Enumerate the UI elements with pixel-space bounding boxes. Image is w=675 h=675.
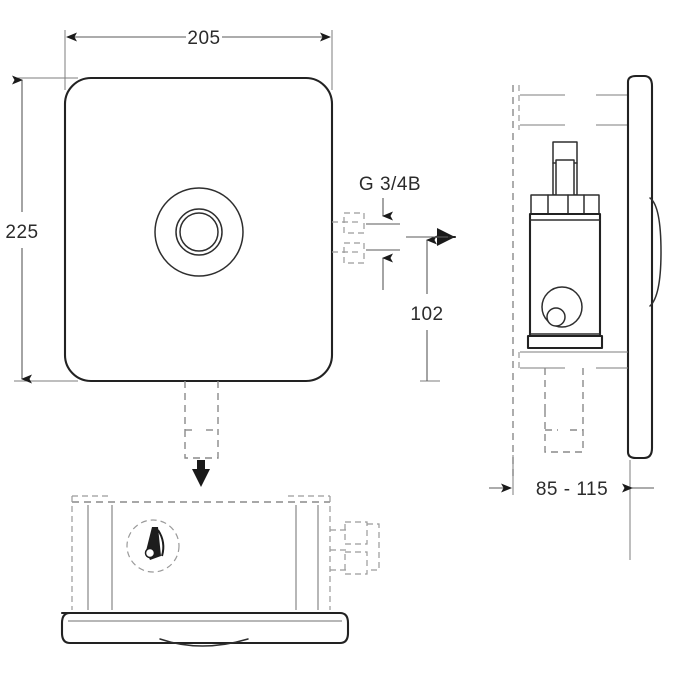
inlet-hidden-box-bot: [343, 242, 365, 264]
front-view: 205 225 G 3/4B: [5, 28, 457, 487]
valve-port-inner: [546, 307, 566, 327]
dimension-plate-height: 225: [5, 222, 38, 243]
bottom-inlet-outer-bracket: [367, 523, 380, 571]
valve-collar: [530, 194, 600, 215]
button-inner-ring: [179, 212, 219, 252]
side-outlet-hidden-bottom: [544, 410, 584, 453]
valve-body: [528, 212, 602, 350]
side-plate-profile: [626, 74, 654, 460]
valve-stem-neck: [555, 159, 575, 197]
side-button-bulge: [649, 197, 662, 307]
bottom-view: [60, 495, 380, 647]
valve-base-flange: [526, 334, 604, 350]
valve-symbol: [144, 527, 165, 560]
outlet-hidden-bottom: [184, 430, 219, 459]
bottom-inlet-box-bot: [344, 551, 368, 575]
dimension-inlet-height: 102: [410, 304, 443, 325]
flow-arrow-front: [192, 460, 210, 487]
side-view: 85 - 115: [489, 74, 662, 560]
dimension-plate-width: 205: [187, 28, 220, 49]
dimension-inlet-thread: G 3/4B: [359, 174, 421, 195]
bottom-inlet-box-top: [344, 521, 368, 545]
bottom-plate-section: [60, 611, 350, 645]
bottom-valve-circle: [126, 519, 180, 573]
dimension-wall-depth: 85 - 115: [536, 479, 608, 500]
bottom-plate-lip: [159, 638, 249, 647]
inlet-hidden-box-top: [343, 212, 365, 234]
